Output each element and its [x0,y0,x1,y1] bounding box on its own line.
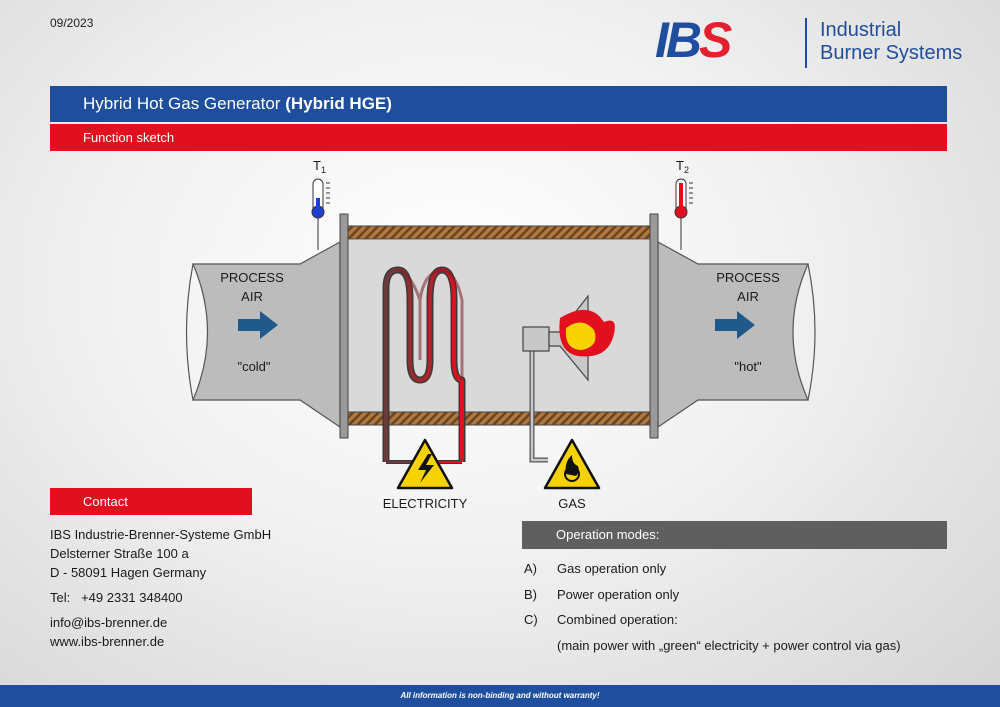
page-subtitle: Function sketch [83,130,175,145]
flow-arrow-icon [715,311,755,339]
flammable-warning-icon [543,438,601,490]
contact-heading: Contact [83,494,128,509]
inlet-state-label: "cold" [237,359,270,374]
contact-heading-bar: Contact [50,488,252,515]
inlet-flange [339,213,349,439]
function-sketch-diagram: T1 T2 PROCESS AIR "cold" PROCESS AIR "ho… [185,158,816,511]
ibs-logo-mark: IBS [655,12,732,68]
outlet-duct [657,240,816,429]
operation-modes-heading: Operation modes: [556,527,660,542]
operation-modes-heading-bar: Operation modes: [522,521,947,549]
outlet-label-line-1: PROCESS [716,270,780,285]
title-bar: Hybrid Hot Gas Generator (Hybrid HGE) [50,86,947,122]
flow-arrow-icon [238,311,278,339]
contact-phone: Tel: +49 2331 348400 [50,590,183,605]
inlet-label-line-2: AIR [241,289,263,304]
mode-a-text: Gas operation only [557,561,667,576]
outlet-flange [649,213,659,439]
document-date: 09/2023 [50,16,94,30]
high-voltage-warning-icon [396,438,454,490]
thermometer-icon [311,178,330,250]
mode-c-note: (main power with „green“ electricity + p… [557,638,901,653]
footer-bar: All information is non-binding and witho… [0,685,1000,707]
logo-divider [805,18,807,68]
page-title-model: (Hybrid HGE) [285,94,392,113]
outlet-label-line-2: AIR [737,289,759,304]
contact-street: Delsterner Straße 100 a [50,546,189,561]
contact-city: D - 58091 Hagen Germany [50,565,207,580]
inlet-label-line-1: PROCESS [220,270,284,285]
contact-company: IBS Industrie-Brenner-Systeme GmbH [50,527,272,542]
logo-wordmark: Industrial Burner Systems [820,19,962,65]
chamber-wall-top [345,225,653,240]
mode-b-letter: B) [524,587,537,602]
mode-c-letter: C) [524,612,538,627]
logo-line-1: Industrial [820,19,902,41]
outlet-state-label: "hot" [734,359,762,374]
page-title: Hybrid Hot Gas Generator [83,94,286,113]
mode-a-letter: A) [524,561,537,576]
mode-c-text: Combined operation: [557,612,678,627]
electricity-label: ELECTRICITY [383,496,468,511]
subtitle-bar: Function sketch [50,124,947,151]
thermometer-icon [674,178,693,250]
contact-email[interactable]: info@ibs-brenner.de [50,615,168,630]
t2-label: T2 [676,158,689,175]
footer-disclaimer: All information is non-binding and witho… [400,691,600,700]
t1-label: T1 [313,158,326,175]
contact-website[interactable]: www.ibs-brenner.de [50,634,165,649]
mode-b-text: Power operation only [557,587,680,602]
inlet-duct [185,240,341,429]
burner-flame-icon [522,294,615,382]
logo-line-2: Burner Systems [820,42,963,64]
chamber-wall-bottom [345,411,653,426]
gas-label: GAS [558,496,586,511]
